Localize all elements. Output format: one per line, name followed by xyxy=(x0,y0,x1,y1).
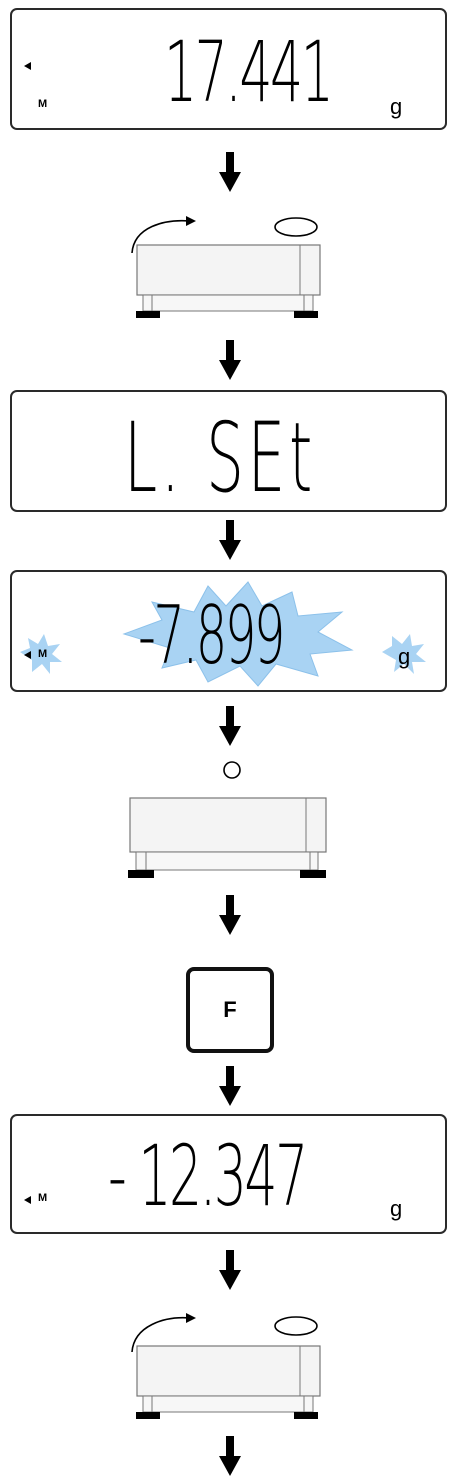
burst-highlight-icon xyxy=(20,581,426,687)
sample-dish-icon xyxy=(223,761,241,779)
unit-label: g xyxy=(390,1196,403,1221)
display-lset: L. SEt xyxy=(10,390,447,512)
memory-indicator: M xyxy=(38,1192,48,1204)
down-arrow-icon xyxy=(219,1436,241,1476)
sample-dish-icon xyxy=(274,217,318,237)
down-arrow-icon xyxy=(219,152,241,192)
result-reading: - 12.347 xyxy=(108,1127,308,1225)
unit-label: g xyxy=(390,94,403,119)
down-arrow-icon xyxy=(219,1066,241,1106)
scale-icon xyxy=(131,1313,321,1419)
triangle-indicator-icon xyxy=(24,651,31,659)
scale-icon xyxy=(131,216,321,318)
scale-icon xyxy=(128,761,327,878)
triangle-indicator-icon xyxy=(24,62,31,70)
triangle-indicator-icon xyxy=(24,1196,31,1204)
display-weight-result: M - 12.347 g xyxy=(10,1114,447,1234)
display-weight-flashing: M -7.899 g xyxy=(10,570,447,692)
lset-reading: L. SEt xyxy=(124,402,317,514)
unit-label: g xyxy=(398,644,411,669)
display-weight-initial: M 17.441 g xyxy=(10,8,447,130)
down-arrow-icon xyxy=(219,1250,241,1290)
down-arrow-icon xyxy=(219,895,241,935)
weight-reading: 17.441 xyxy=(164,23,334,121)
down-arrow-icon xyxy=(219,706,241,746)
curved-arrow-icon xyxy=(131,1316,191,1353)
down-arrow-icon xyxy=(219,520,241,560)
memory-indicator: M xyxy=(38,98,48,110)
memory-indicator: M xyxy=(38,648,48,660)
f-key-button[interactable]: F xyxy=(186,967,274,1053)
curved-arrow-icon xyxy=(131,219,191,254)
tare-reading: -7.899 xyxy=(138,589,285,682)
sample-dish-icon xyxy=(274,1316,318,1336)
down-arrow-icon xyxy=(219,340,241,380)
